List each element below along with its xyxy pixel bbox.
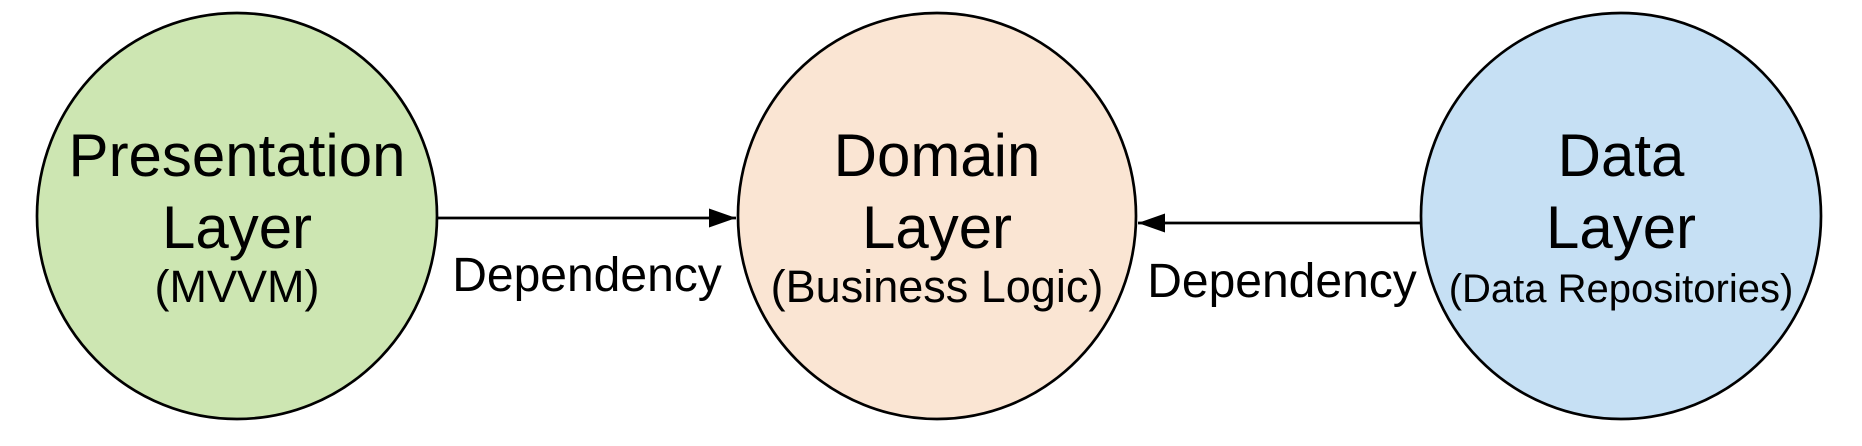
domain-layer-title-line2: Layer xyxy=(862,194,1012,261)
node-presentation-layer[interactable]: Presentation Layer (MVVM) xyxy=(35,11,439,421)
presentation-layer-title-line2: Layer xyxy=(162,194,312,261)
node-data-layer[interactable]: Data Layer (Data Repositories) xyxy=(1419,11,1823,421)
node-domain-layer[interactable]: Domain Layer (Business Logic) xyxy=(736,11,1138,421)
domain-layer-subtitle: (Business Logic) xyxy=(771,261,1104,312)
data-layer-title-line1: Data xyxy=(1558,122,1685,189)
data-layer-ellipse[interactable] xyxy=(1419,11,1823,421)
domain-layer-title-line1: Domain xyxy=(834,122,1041,189)
edge-label-dependency-right: Dependency xyxy=(1147,255,1417,308)
presentation-layer-ellipse[interactable] xyxy=(35,11,439,421)
edge-presentation-to-domain[interactable]: Dependency xyxy=(437,208,736,302)
edge-label-dependency-left: Dependency xyxy=(452,249,722,302)
domain-layer-ellipse[interactable] xyxy=(736,11,1138,421)
edge-data-to-domain[interactable]: Dependency xyxy=(1138,213,1421,308)
presentation-layer-subtitle: (MVVM) xyxy=(155,261,320,312)
presentation-layer-title-line1: Presentation xyxy=(69,122,406,189)
data-layer-title-line2: Layer xyxy=(1546,194,1696,261)
data-layer-subtitle: (Data Repositories) xyxy=(1449,267,1794,311)
